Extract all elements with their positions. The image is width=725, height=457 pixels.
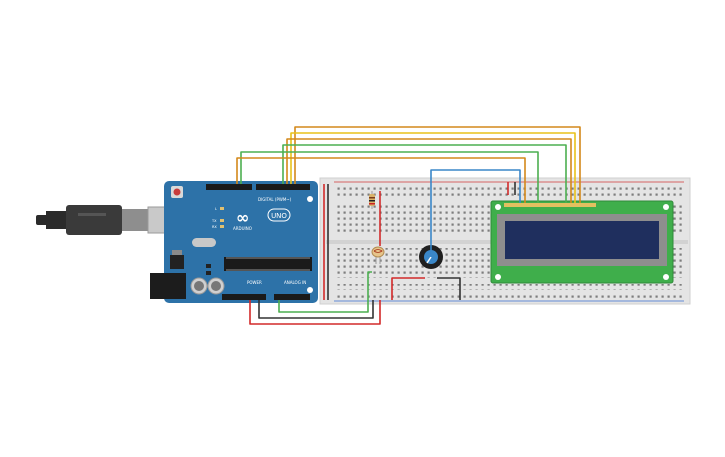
power-label: POWER [247, 280, 262, 285]
wire-green-2 [240, 151, 539, 203]
wire-orange-1 [294, 126, 581, 203]
board-model: UNO [271, 212, 287, 220]
wire-orange-2 [286, 138, 572, 203]
wire-green-1 [282, 144, 567, 203]
digital-header-label: DIGITAL (PWM~) [258, 197, 292, 202]
wire-black-bottom [258, 300, 374, 319]
tx-label: TX [211, 219, 217, 223]
lcd-16x2[interactable] [490, 200, 674, 284]
wire-green-bottom [278, 271, 372, 313]
wire-red-pot [391, 277, 425, 300]
wires [236, 126, 581, 325]
rx-label: RX [212, 225, 217, 229]
resistor [369, 191, 375, 209]
svg-text:∞: ∞ [236, 208, 249, 227]
wire-orange-3 [236, 157, 526, 203]
analog-label: ANALOG IN [284, 280, 306, 285]
wire-black-pot [437, 277, 461, 300]
board-brand: ARDUINO [233, 226, 252, 231]
wire-blue [430, 169, 521, 257]
usb-cable[interactable] [36, 205, 187, 235]
l-label: L [215, 207, 217, 211]
wire-red-bottom [249, 300, 381, 325]
lcd-screen [505, 221, 659, 259]
atmega-chip [224, 257, 312, 271]
arduino-uno[interactable]: ∞ ARDUINO UNO DIGITAL (PWM~) L TX RX [150, 181, 318, 303]
photoresistor [371, 246, 385, 264]
